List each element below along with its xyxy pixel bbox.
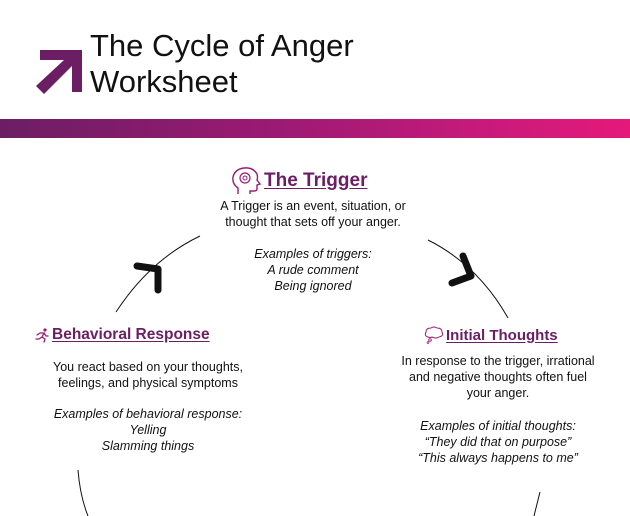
chevron-right-icon xyxy=(448,252,475,287)
thoughts-heading-label: Initial Thoughts xyxy=(446,326,558,344)
header-gradient-bar xyxy=(0,119,630,138)
page-title: The Cycle of Anger Worksheet xyxy=(90,28,354,100)
head-brain-icon xyxy=(232,167,262,194)
thoughts-description: In response to the trigger, irrational a… xyxy=(401,354,595,400)
behavioral-description: You react based on your thoughts, feelin… xyxy=(53,360,243,390)
arrow-up-right-logo-icon xyxy=(36,50,82,94)
thought-bubble-icon xyxy=(424,326,444,344)
behavioral-examples: Examples of behavioral response: Yelling… xyxy=(53,407,243,453)
arc-bottom-left xyxy=(77,469,89,516)
thoughts-heading: Initial Thoughts xyxy=(424,326,558,344)
trigger-heading-label: The Trigger xyxy=(264,170,368,191)
trigger-heading: The Trigger xyxy=(230,166,367,196)
title-line-2: Worksheet xyxy=(90,64,238,99)
thoughts-examples: Examples of initial thoughts: “They did … xyxy=(418,419,578,465)
behavioral-heading-label: Behavioral Response xyxy=(52,326,210,343)
trigger-description: A Trigger is an event, situation, or tho… xyxy=(220,199,406,229)
arc-bottom-right xyxy=(533,491,541,516)
chevron-left-icon xyxy=(133,262,162,294)
title-line-1: The Cycle of Anger xyxy=(90,28,354,63)
running-person-icon xyxy=(35,328,49,343)
trigger-examples: Examples of triggers: A rude comment Bei… xyxy=(254,247,372,293)
behavioral-heading: Behavioral Response xyxy=(34,326,210,344)
